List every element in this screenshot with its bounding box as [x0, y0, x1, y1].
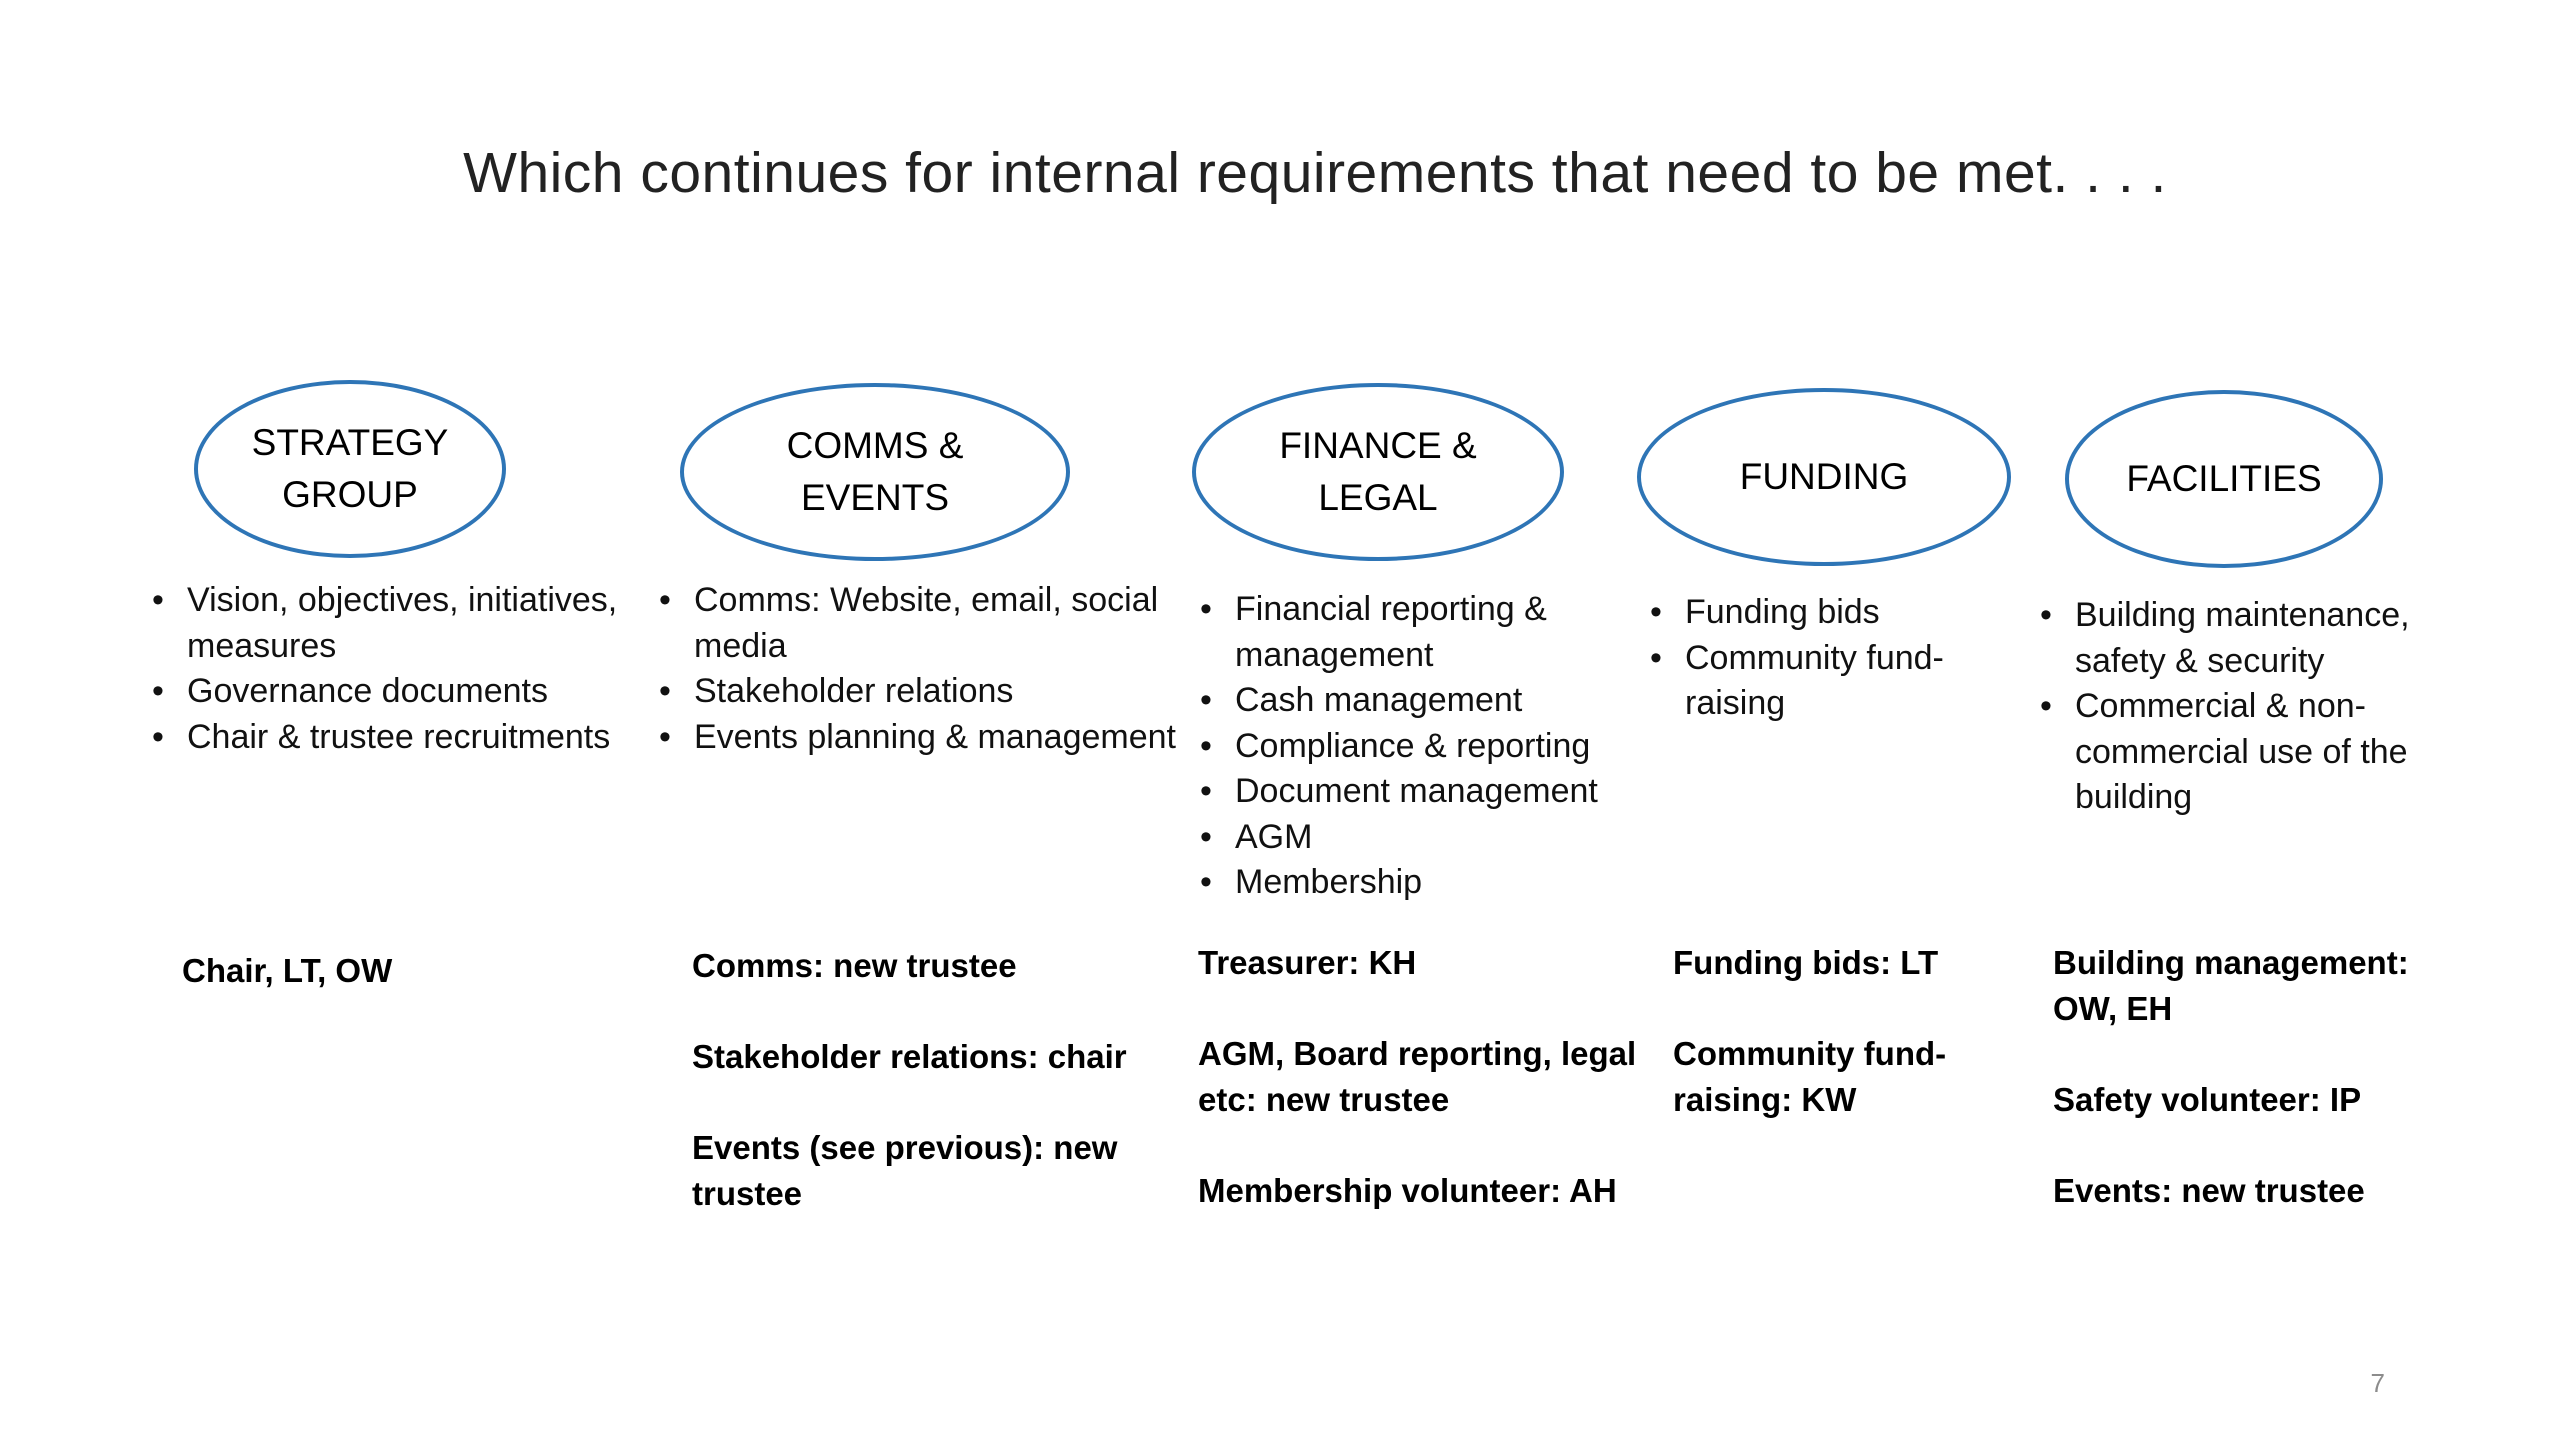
list-item: •Vision, objectives, initiatives, measur…: [148, 578, 648, 669]
owner-list: Funding bids: LT Community fund-raising:…: [1673, 940, 2003, 1168]
bullet-icon: •: [1650, 593, 1662, 631]
bullet-icon: •: [1200, 772, 1212, 810]
owner-item: Events: new trustee: [2053, 1171, 2365, 1209]
list-item: •Events planning & management: [655, 715, 1195, 761]
owner-list: Building management: OW, EH Safety volun…: [2053, 940, 2433, 1259]
owner-item: Chair, LT, OW: [182, 952, 393, 989]
owner-list: Chair, LT, OW: [182, 948, 622, 1039]
bullet-icon: •: [152, 672, 164, 710]
owner-list: Comms: new trustee Stakeholder relations…: [692, 943, 1172, 1262]
owner-list: Treasurer: KH AGM, Board reporting, lega…: [1198, 940, 1638, 1259]
bullet-icon: •: [1200, 590, 1212, 628]
heading-label: COMMS & EVENTS: [786, 425, 964, 518]
list-item: •Funding bids: [1646, 590, 1986, 636]
owner-item: Community fund-raising: KW: [1673, 1035, 1947, 1118]
list-item: •Building maintenance, safety & security: [2036, 593, 2436, 684]
list-item: •Chair & trustee recruitments: [148, 715, 648, 761]
bullet-icon: •: [1650, 638, 1662, 677]
owner-item: Membership volunteer: AH: [1198, 1171, 1617, 1209]
list-item: •Governance documents: [148, 669, 648, 715]
heading-oval-facilities: FACILITIES: [2065, 390, 2383, 568]
list-item: •Comms: Website, email, social media: [655, 578, 1195, 669]
bullet-list: •Comms: Website, email, social media •St…: [655, 578, 1195, 760]
list-item: •Membership: [1196, 860, 1636, 906]
owner-item: Treasurer: KH: [1198, 944, 1417, 981]
owner-item: Building management: OW, EH: [2053, 944, 2409, 1027]
bullet-icon: •: [659, 672, 671, 710]
bullet-icon: •: [659, 581, 671, 619]
heading-oval-finance-legal: FINANCE & LEGAL: [1192, 383, 1564, 561]
page-number: 7: [2370, 1368, 2385, 1398]
bullet-icon: •: [659, 717, 671, 756]
list-item: •Financial reporting & management: [1196, 587, 1636, 678]
bullet-icon: •: [1200, 681, 1212, 719]
list-item: •Commercial & non-commercial use of the …: [2036, 684, 2436, 821]
bullet-list: •Financial reporting & management •Cash …: [1196, 587, 1636, 906]
owner-item: Safety volunteer: IP: [2053, 1080, 2362, 1118]
bullet-icon: •: [152, 717, 164, 756]
owner-item: Comms: new trustee: [692, 947, 1017, 984]
bullet-icon: •: [1200, 726, 1212, 765]
heading-label: FACILITIES: [2126, 458, 2322, 499]
bullet-list: •Vision, objectives, initiatives, measur…: [148, 578, 648, 760]
list-item: •Compliance & reporting: [1196, 724, 1636, 770]
bullet-icon: •: [2040, 687, 2052, 725]
owner-item: AGM, Board reporting, legal etc: new tru…: [1198, 1035, 1637, 1118]
bullet-icon: •: [152, 581, 164, 619]
heading-oval-strategy-group: STRATEGY GROUP: [194, 380, 506, 558]
slide-title: Which continues for internal requirement…: [463, 141, 2167, 205]
list-item: •Document management: [1196, 769, 1636, 815]
bullet-list: •Funding bids •Community fund-raising: [1646, 590, 1986, 727]
bullet-icon: •: [1200, 817, 1212, 856]
list-item: •Community fund-raising: [1646, 636, 1986, 727]
heading-label: FINANCE & LEGAL: [1279, 425, 1477, 518]
list-item: •AGM: [1196, 815, 1636, 861]
bullet-icon: •: [2040, 596, 2052, 634]
heading-oval-comms-events: COMMS & EVENTS: [680, 383, 1070, 561]
heading-oval-funding: FUNDING: [1637, 388, 2011, 566]
owner-item: Events (see previous): new trustee: [692, 1129, 1118, 1212]
list-item: •Cash management: [1196, 678, 1636, 724]
bullet-icon: •: [1200, 863, 1212, 901]
heading-label: FUNDING: [1739, 456, 1909, 497]
bullet-list: •Building maintenance, safety & security…: [2036, 593, 2436, 821]
owner-item: Funding bids: LT: [1673, 944, 1939, 981]
owner-item: Stakeholder relations: chair: [692, 1038, 1127, 1075]
list-item: •Stakeholder relations: [655, 669, 1195, 715]
heading-label: STRATEGY GROUP: [251, 422, 449, 515]
